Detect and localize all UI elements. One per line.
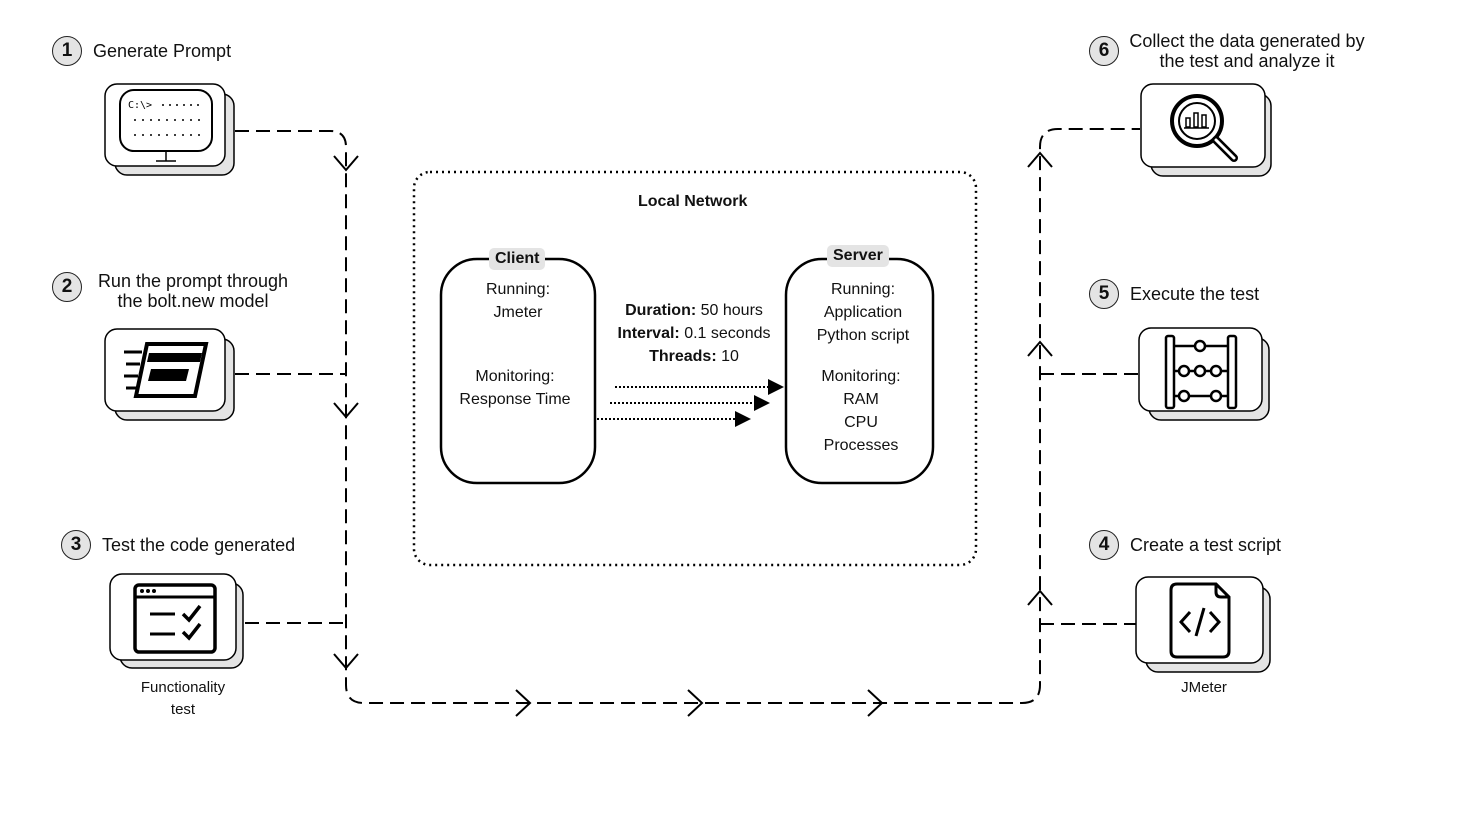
fast-window-icon — [124, 342, 209, 398]
chevron-down-1 — [333, 155, 359, 172]
param-duration: Duration: 50 hours — [625, 302, 763, 319]
step-label-2-line1: Run the prompt through — [97, 271, 289, 291]
terminal-prompt-text: C:\> — [128, 100, 152, 111]
checklist-window-icon — [133, 583, 217, 654]
param-threads: Threads: 10 — [649, 348, 739, 365]
param-interval: Interval: 0.1 seconds — [617, 325, 771, 342]
client-running-value: Jmeter — [493, 304, 543, 321]
chevron-down-3 — [333, 653, 359, 670]
test-parameters: Duration: 50 hours Interval: 0.1 seconds… — [604, 299, 784, 368]
server-running-line2: Python script — [816, 327, 910, 344]
terminal-monitor-icon: C:\> — [119, 89, 213, 162]
step-number-6: 6 — [1089, 36, 1119, 66]
step-caption-3-line1: Functionality — [140, 679, 226, 696]
step-number-4: 4 — [1089, 530, 1119, 560]
code-file-icon — [1169, 582, 1231, 659]
chevron-up-1 — [1027, 589, 1053, 606]
local-network-frame — [412, 170, 978, 567]
chevron-up-2 — [1027, 340, 1053, 357]
client-running: Running: Jmeter — [438, 278, 598, 324]
client-monitoring-label: Monitoring: — [475, 368, 555, 385]
step-number-1: 1 — [52, 36, 82, 66]
step-label-6: Collect the data generated by the test a… — [1122, 31, 1372, 71]
client-monitoring: Monitoring: Response Time — [435, 365, 595, 411]
server-title: Server — [827, 245, 889, 267]
server-running-line1: Application — [823, 304, 903, 321]
client-title: Client — [489, 248, 546, 270]
step-number-5: 5 — [1089, 279, 1119, 309]
step-caption-3-line2: test — [170, 701, 196, 718]
abacus-icon — [1164, 334, 1238, 410]
local-network-title: Local Network — [638, 193, 748, 210]
step-label-6-line2: the test and analyze it — [1159, 51, 1335, 71]
step-label-3: Test the code generated — [102, 535, 296, 555]
server-monitoring: Monitoring: RAM CPU Processes — [781, 365, 941, 457]
step-label-2: Run the prompt through the bolt.new mode… — [93, 271, 293, 311]
chevron-right-3 — [867, 689, 884, 717]
server-monitoring-item: Processes — [823, 437, 899, 454]
left-flow-connector — [235, 128, 1140, 704]
chevron-right-2 — [687, 689, 704, 717]
magnifier-chart-icon — [1170, 94, 1238, 162]
request-arrows — [597, 379, 784, 427]
chevron-right-1 — [515, 689, 532, 717]
server-monitoring-item: RAM — [843, 391, 879, 408]
step-label-6-line1: Collect the data generated by — [1129, 31, 1365, 51]
flow-chevrons — [333, 151, 1053, 717]
server-running: Running: Application Python script — [783, 278, 943, 347]
server-monitoring-item: CPU — [844, 414, 878, 431]
chevron-down-2 — [333, 402, 359, 419]
step-number-2: 2 — [52, 272, 82, 302]
step-label-5: Execute the test — [1130, 284, 1260, 304]
step-label-2-line2: the bolt.new model — [117, 291, 269, 311]
step-caption-4: JMeter — [1181, 679, 1227, 696]
client-running-label: Running: — [485, 281, 551, 298]
chevron-up-3 — [1027, 151, 1053, 168]
server-monitoring-label: Monitoring: — [821, 368, 901, 385]
step-number-3: 3 — [61, 530, 91, 560]
step-label-4: Create a test script — [1130, 535, 1282, 555]
step-caption-3: Functionality test — [123, 677, 243, 721]
server-running-label: Running: — [830, 281, 896, 298]
step-label-1: Generate Prompt — [93, 41, 232, 61]
client-monitoring-value: Response Time — [459, 391, 571, 408]
